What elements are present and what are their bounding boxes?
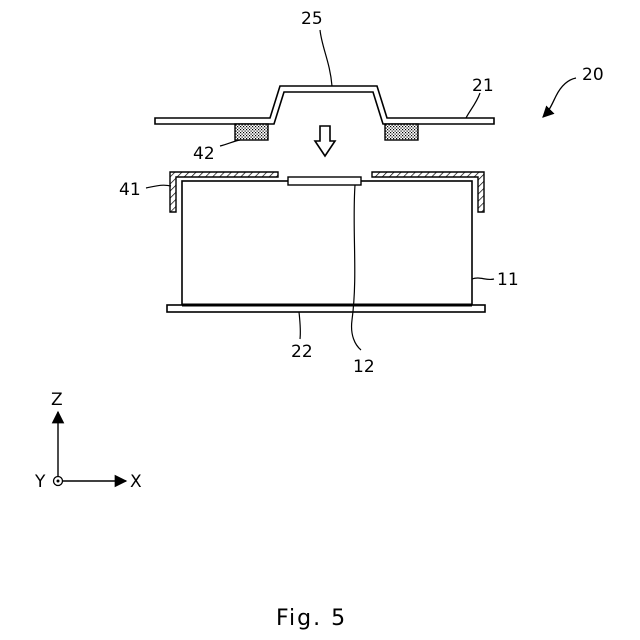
label-11: 11 [497,270,519,290]
leader-42 [220,140,240,146]
coordinate-axes [54,412,127,486]
label-21: 21 [472,76,494,96]
leader-25 [320,30,332,86]
label-12: 12 [353,357,375,377]
label-41: 41 [119,180,141,200]
label-20: 20 [582,65,604,85]
leader-21 [466,93,480,118]
label-42: 42 [193,144,215,164]
label-22: 22 [291,342,313,362]
figure-caption: Fig. 5 [276,606,347,631]
leader-41 [146,185,171,188]
axis-label-y: Y [34,472,46,492]
leader-22 [299,312,300,339]
arrow-20-icon [543,78,576,117]
leader-11 [472,278,494,279]
down-arrow-icon [315,126,335,156]
axis-label-x: X [130,472,142,492]
label-25: 25 [301,9,323,29]
axis-label-z: Z [51,390,63,410]
terminal-12 [288,177,361,185]
body-11 [182,181,472,305]
upper-plate-21 [155,86,494,124]
pad-42-right [385,124,418,140]
pad-42-left [235,124,268,140]
